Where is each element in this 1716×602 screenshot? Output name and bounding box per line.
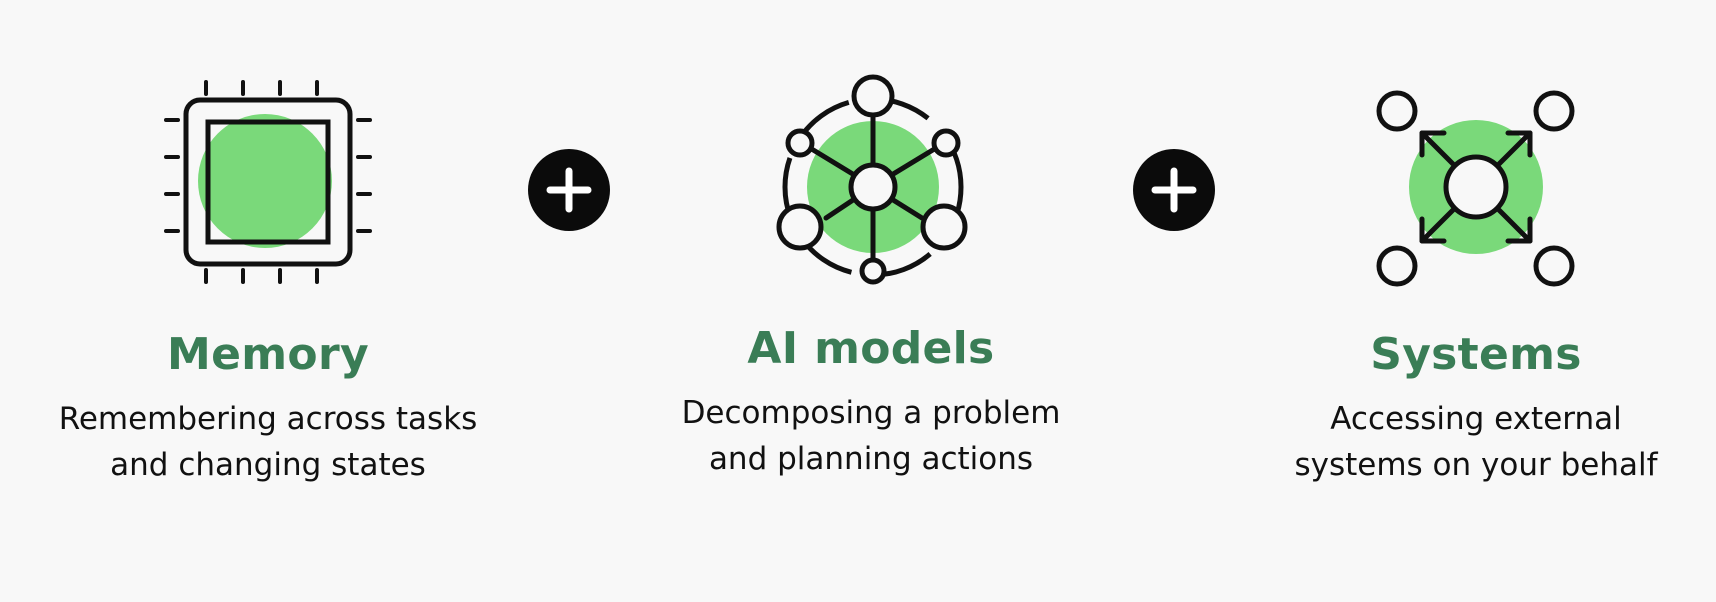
ai-models-title: AI models: [747, 323, 995, 374]
plus-icon: [1133, 149, 1215, 231]
memory-description: Remembering across tasks and changing st…: [8, 396, 528, 488]
plus-icon: [528, 149, 610, 231]
memory-caption: Memory Remembering across tasks and chan…: [8, 328, 528, 488]
systems-description-line-1: Accessing external: [1330, 401, 1622, 437]
chip-icon: [164, 80, 372, 284]
systems-description: Accessing external systems on your behal…: [1216, 396, 1716, 488]
memory-title: Memory: [167, 329, 369, 380]
memory-description-line-1: Remembering across tasks: [58, 401, 478, 437]
systems-title: Systems: [1370, 329, 1582, 380]
ai-models-description-line-2: and planning actions: [708, 441, 1034, 477]
ai-models-description: Decomposing a problem and planning actio…: [611, 390, 1131, 482]
systems-caption: Systems Accessing external systems on yo…: [1216, 328, 1716, 488]
ai-models-description-line-1: Decomposing a problem: [681, 395, 1061, 431]
memory-description-line-2: and changing states: [110, 447, 426, 483]
systems-description-line-2: systems on your behalf: [1294, 447, 1658, 483]
ai-models-caption: AI models Decomposing a problem and plan…: [611, 322, 1131, 482]
external-connections-icon: [1376, 90, 1575, 287]
network-nodes-icon: [776, 74, 968, 285]
